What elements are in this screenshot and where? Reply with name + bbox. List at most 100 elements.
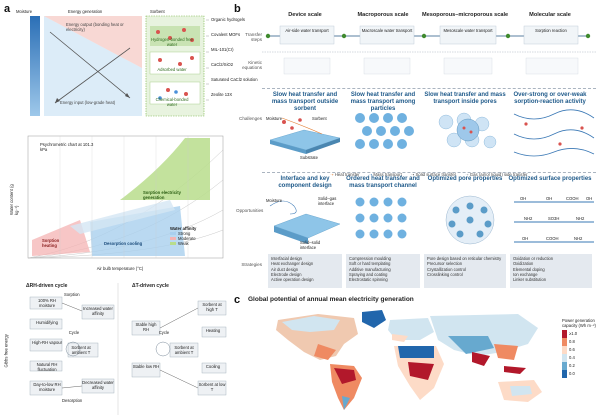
strategy-item: Precursor selection [427,261,463,267]
challenge-illustrations [264,108,598,158]
drh-cycle-title: ΔRH-driven cycle [26,283,68,289]
strategy-box: Compression moulding Soft or hard templa… [346,254,420,288]
cycle-node: Stable high RH [135,322,157,332]
row-label-challenges: Challenges [239,116,262,121]
strategy-item: Linker substitution [513,277,546,283]
cycle-center: Sorbent at ambient T [174,345,194,355]
strategy-item: Interfacial design [271,256,302,261]
opportunity-title: Ordered heat transfer and mass transport… [346,176,420,189]
world-map [258,306,554,414]
opportunity-title: Optimized surface properties [508,176,592,182]
row-label-kinetic: Kinetic equations [242,60,262,70]
free-water-label: Hydrogen-bonded free water [151,37,193,47]
transport-label: Sorption reaction [535,28,567,33]
row-label-strategies: Strategies [241,262,262,267]
challenge-title: Slow heat transfer and mass transport in… [424,92,506,105]
scale-header: Molecular scale [529,12,571,18]
heating-node: Heating [205,328,221,333]
sorbent-high-t: Sorbent at high T [202,302,222,312]
cycle-node: Natural RH fluctuation [36,362,58,372]
energy-output-label: Energy output (bonding heat or electrici… [66,22,124,32]
map-legend: Power generation capacity (Wh m⁻²) ≥1.0 … [562,318,598,378]
desorption-label: Desorption [62,398,83,403]
divider [262,172,596,173]
strategy-box: Interfacial design Heat exchanger design… [268,254,342,288]
challenge-svg [269,109,595,157]
strategy-item: Electrode design [271,271,302,277]
chart-xlabel: Air bulb temperature (°C) [96,266,144,271]
panel-a-letter: a [4,3,11,15]
opportunity-illustrations [264,192,598,250]
map-legend-title: Power generation capacity (Wh m⁻²) [562,318,596,328]
legend-tick: 0.4 [569,355,575,360]
strategy-item: Electrostatic spinning [349,277,388,283]
cycle-word: Cycle [68,330,80,335]
sorption-label: Sorption [64,292,80,297]
chem-group: OH [520,196,527,201]
chem-group: OH [586,196,593,201]
scale-header: Device scale [288,12,322,18]
chem-group: OH [546,196,553,201]
legend-mass: Mass transport [373,172,402,177]
sorbent-item: Covalent MOFs [211,32,241,37]
cycle-node: Humidifying [36,320,58,325]
transfer-svg [262,25,596,75]
moisture-column [30,16,40,116]
scale-header: Mesoporous–microporous scale [422,12,509,18]
strategy-item: Oxidation or reduction [513,256,554,261]
affinity-legend: Water affinity Strong Moderate Weak [170,226,220,246]
strategy-item: Soft or hard templating [349,261,391,267]
chemical-water-label: Chemical-bonded water [155,97,189,107]
chart-title: Psychrometric chart at 101.3 kPa [40,142,94,152]
sorbent-list: Organic hydrogels Covalent MOFs MIL-101(… [211,17,261,97]
scale-header: Macroporous scale [357,12,409,18]
cycle-node: 100% RH moisture [38,298,56,308]
energy-band [44,16,142,116]
strategy-item: Additive manufacturing [349,266,391,272]
transport-label: Air-side water transport [285,28,329,33]
strategy-item: Heat exchanger design [271,261,314,267]
strategy-item: Compression moulding [349,256,391,261]
dt-cycle-title: ΔT-driven cycle [132,283,169,289]
adsorbed-water-label: Adsorbed water [157,67,187,72]
legend-moderate: Moderate [178,236,196,241]
chem-group: SO3H [548,216,560,221]
strategy-box: Oxidation or reduction Oxidization Eleme… [510,254,592,288]
affinity-legend-title: Water affinity [170,226,197,231]
sorbent-low-t: Sorbent at low T [198,382,226,392]
chem-group: NH2 [524,216,533,221]
legend-tick: 0.0 [569,371,575,376]
opp-solid-gas: Solid–gas interface [318,196,337,206]
strategy-item: Air duct design [271,266,299,272]
cooling-node: Cooling [205,364,221,369]
sorbent-item: Zeolite 13X [211,92,233,97]
strategy-item: Crystallization control [427,266,466,272]
zone-cooling-label: Desorption cooling [104,241,143,246]
substrate-label: Substrate [300,155,318,160]
cycle-center: Sorbent at ambient T [71,345,91,355]
generation-zone [120,138,210,200]
psychrometric-svg [27,135,224,259]
opportunity-title: Optimized pore properties [427,176,503,182]
panel-c-letter: c [234,294,241,306]
strategy-item: Spraying and coating [349,271,388,277]
strategy-item: Ion exchange [513,271,538,277]
transport-label: Macroscale water transport [361,28,413,33]
strategy-item: Pore design based on reticular chemistry [427,256,502,261]
moisture-label: Moisture [266,116,283,121]
strategy-item: Active operation design [271,277,314,283]
legend-heat: Heat transfer [334,172,360,177]
legend-gas: Gas (air/or liquid) side transfer [469,172,528,177]
cycle-diagrams [8,283,228,415]
cycle-node: High-RH vapour [31,340,63,345]
strategy-item: Oxidization [513,261,534,267]
energy-generation-header: Energy generation [68,9,103,14]
transfer-panel [262,22,596,86]
transport-label: Mesoscale water transport [443,28,493,33]
decreased-affinity: Decreased water affinity [82,380,114,390]
sorbent-item: CaCl2/SiO2 [211,62,234,67]
energy-input-label: Energy input (low-grade heat) [60,100,116,105]
opp-solid-solid: Solid–solid interface [300,240,321,250]
opportunity-svg [269,195,594,245]
strategy-box: Pore design based on reticular chemistry… [424,254,506,288]
